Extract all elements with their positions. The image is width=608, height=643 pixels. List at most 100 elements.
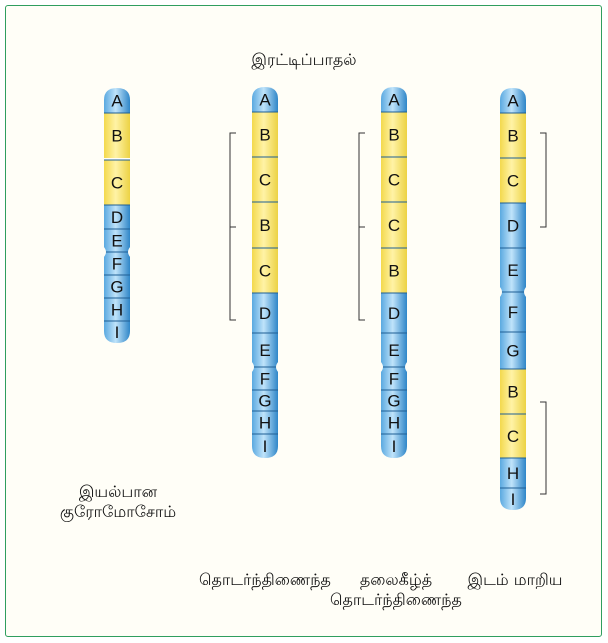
gene-label: E — [259, 341, 270, 360]
caption-displaced-line-1: இடம் மாறிய — [467, 570, 563, 589]
gene-label: C — [111, 174, 123, 193]
gene-label: A — [111, 92, 123, 111]
gene-label: I — [511, 490, 516, 509]
chromosome-band — [252, 333, 278, 367]
chromosome-band — [252, 248, 278, 293]
chromosome-band — [500, 292, 526, 332]
gene-label: D — [259, 304, 271, 323]
gene-label: C — [388, 171, 400, 190]
duplication-bracket — [229, 226, 236, 321]
chromosome-band — [104, 321, 130, 343]
gene-label: A — [388, 91, 400, 110]
caption-reverse-tandem-line-1: தலைகீழ்த் — [359, 570, 433, 589]
gene-label: B — [259, 216, 270, 235]
gene-label: I — [263, 437, 268, 456]
centromere-notch — [380, 361, 383, 373]
chromosome-band — [500, 488, 526, 510]
chromosome-band — [500, 332, 526, 369]
gene-label: F — [389, 370, 399, 389]
gene-label: G — [258, 392, 271, 411]
chromosome-band — [104, 160, 130, 205]
gene-label: D — [507, 217, 519, 236]
centromere-notch — [499, 286, 502, 298]
gene-label: D — [111, 208, 123, 227]
caption-normal-line-1: இயல்பான — [78, 482, 158, 501]
chromosome-band — [500, 414, 526, 458]
chromosome-band — [252, 293, 278, 333]
chromosome-band — [381, 333, 407, 367]
chromosome-band — [500, 458, 526, 488]
gene-label: C — [388, 216, 400, 235]
chromosome-band — [252, 434, 278, 458]
duplication-bracket — [229, 132, 236, 228]
centromere-notch — [103, 246, 106, 258]
chromosome-band — [252, 411, 278, 434]
gene-label: D — [388, 304, 400, 323]
chromosome-band — [252, 112, 278, 157]
gene-label: F — [112, 255, 122, 274]
gene-label: C — [259, 262, 271, 281]
centromere-notch — [251, 361, 254, 373]
caption-tandem: தொடர்ந்திணைந்த — [190, 570, 340, 590]
chromosome-band — [252, 202, 278, 248]
chromosome-band — [252, 157, 278, 202]
gene-label: H — [507, 464, 519, 483]
chromosome-band — [381, 157, 407, 202]
centromere-notch — [128, 246, 131, 258]
chromosome-band — [500, 203, 526, 248]
gene-label: B — [507, 127, 518, 146]
gene-label: C — [259, 171, 271, 190]
chromosome-band — [104, 113, 130, 158]
caption-tandem-line-1: தொடர்ந்திணைந்த — [199, 570, 331, 589]
gene-label: G — [387, 392, 400, 411]
gene-label: I — [392, 437, 397, 456]
chromosome-band — [104, 229, 130, 252]
chromosome-band — [381, 390, 407, 411]
chromosome-band — [381, 248, 407, 293]
gene-label: H — [111, 301, 123, 320]
chromosome-band — [252, 87, 278, 112]
gene-label: H — [259, 414, 271, 433]
gene-label: I — [115, 323, 120, 342]
gene-label: F — [260, 370, 270, 389]
gene-label: E — [111, 232, 122, 251]
chromosome-band — [104, 298, 130, 321]
chromosome-band — [252, 367, 278, 390]
chromosome-band — [500, 248, 526, 292]
caption-reverse-tandem: தலைகீழ்த் தொடர்ந்திணைந்த — [316, 570, 476, 610]
gene-label: B — [388, 262, 399, 281]
chromosome-band — [104, 205, 130, 229]
centromere-notch — [405, 361, 408, 373]
duplication-bracket — [358, 226, 365, 321]
gene-label: E — [388, 341, 399, 360]
chromosome-band — [252, 390, 278, 411]
gene-label: A — [259, 91, 271, 110]
gene-label: B — [507, 383, 518, 402]
caption-normal-line-2: குரோமோசோம் — [59, 502, 177, 521]
centromere-notch — [276, 361, 279, 373]
gene-label: H — [388, 414, 400, 433]
duplication-bracket — [540, 132, 547, 228]
gene-label: G — [506, 342, 519, 361]
gene-label: A — [507, 92, 519, 111]
caption-reverse-tandem-line-2: தொடர்ந்திணைந்த — [330, 590, 462, 609]
chromosome-band — [381, 293, 407, 333]
chromosome-band — [500, 113, 526, 158]
chromosome-band — [381, 434, 407, 458]
chromosome-band — [500, 369, 526, 414]
chromosome-band — [381, 411, 407, 434]
chromosome-band — [104, 252, 130, 275]
gene-label: G — [110, 278, 123, 297]
chromosome-band — [104, 275, 130, 298]
centromere-notch — [524, 286, 527, 298]
gene-label: F — [508, 303, 518, 322]
chromosome-band — [381, 87, 407, 112]
duplication-bracket — [540, 401, 547, 495]
chromosome-band — [500, 88, 526, 113]
gene-label: E — [507, 261, 518, 280]
